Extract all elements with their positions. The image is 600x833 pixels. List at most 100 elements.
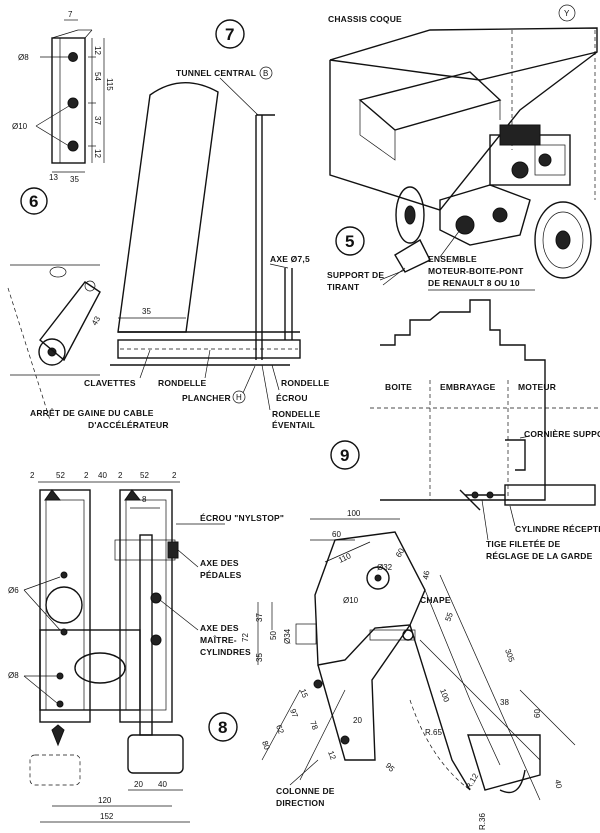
fig8-top-dim: 2 [172,471,177,480]
col-d60b: 60 [394,546,407,559]
support-de-tirant-l2: TIRANT [327,282,360,292]
col-d15: 15 [298,688,310,700]
column-bracket [314,531,426,666]
col-d80: 80 [260,740,272,752]
col-d60c: 60 [533,709,542,718]
pedal-pad [127,734,184,774]
rondelle-eventail-l2: ÉVENTAIL [272,420,315,430]
tige-filetee-l1: TIGE FILETÉE DE [486,539,560,549]
support-de-tirant-l1: SUPPORT DE [327,270,384,280]
fig8-number: 8 [218,718,227,737]
col-r12: R.12 [464,771,481,791]
boite-label: BOITE [385,382,412,392]
hole-phi8 [68,52,78,62]
fig8-dim-120: 120 [98,796,112,805]
rondelle-label: RONDELLE [158,378,206,388]
fig8-top-dim: 40 [98,471,107,480]
figure-8-pedal-brackets: 2 52 2 40 2 52 2 8 [8,471,284,823]
col-d12: 12 [326,750,338,762]
hole-phi10-upper [67,97,79,109]
figure-5-chassis: Y CHASSIS COQUE 5 SUPPORT DE TIRANT ENSE… [327,4,598,292]
pedal-arm [117,82,219,333]
ensemble-l3: DE RENAULT 8 OU 10 [428,278,520,288]
figure-steering-column: 100 60 110 Ø32 60 46 Ø10 CHAPE 55 72 37 … [241,509,576,830]
colonne-label-l2: DIRECTION [276,798,325,808]
rear-wheel-right [534,201,592,279]
corniere-support-label: CORNIÈRE SUPPORT [524,429,600,439]
tige-filetee-l2: RÉGLAGE DE LA GARDE [486,551,593,561]
body-tub [358,71,502,131]
fig8-top-dims: 2 52 2 40 2 52 2 [30,471,177,480]
col-r65: R.65 [425,728,442,737]
rondelle-eventail-l1: RONDELLE [272,409,320,419]
col-phi10: Ø10 [343,596,359,605]
axe-des-pedales-l1: AXE DES [200,558,239,568]
cylindre-recepteur-label: CYLINDRE RÉCEPTEUR [515,524,600,534]
fig5-number-circle [335,226,365,256]
right-bracket-plate [119,489,173,723]
fig8-top-dim: 2 [30,471,35,480]
cylindre-recepteur [504,484,596,506]
col-d305: 305 [503,648,516,664]
hole-phi32 [366,566,390,590]
fig6-d12b: 12 [93,149,102,158]
fig7-number-circle [215,19,245,49]
fig5-number: 5 [345,232,354,251]
col-d50: 50 [269,631,278,640]
chassis-coque-label: CHASSIS COQUE [328,14,402,24]
figure-6-bracket: Ø8 Ø10 12 54 115 37 12 13 35 7 6 [12,10,114,215]
col-d97: 97 [288,708,300,720]
fig6-number-circle [20,187,48,215]
lower-bracket [467,734,541,791]
fig6-phi8: Ø8 [18,53,29,62]
col-d46: 46 [421,569,432,580]
axe-des-maitre-l1: AXE DES [200,623,239,633]
ecrou-nylstop-label: ÉCROU "NYLSTOP" [200,513,284,523]
left-bracket-plate [39,489,91,723]
fig8-number-circle [208,712,238,742]
ecrou-label: ÉCROU [276,393,308,403]
fig8-dim-8: 8 [142,495,147,504]
fig7-number: 7 [225,25,234,44]
col-d35: 35 [255,653,264,662]
axe-des-pedales-l2: PÉDALES [200,570,242,580]
y-marker-circle [558,4,576,22]
pedal-shaft [139,534,153,736]
col-d95: 95 [384,761,397,774]
engine-assembly [439,124,571,246]
axe-des-maitre-l3: CYLINDRES [200,647,251,657]
corniere [505,439,526,471]
fig8-dim-40: 40 [158,780,167,789]
pivot-boss [38,338,66,366]
col-d38: 38 [500,698,509,707]
col-d100b: 100 [438,688,451,704]
axe-label: AXE Ø7,5 [270,254,310,264]
ensemble-l2: MOTEUR-BOITE-PONT [428,266,524,276]
chape-label: CHAPE [420,595,451,605]
col-phi32: Ø32 [377,563,393,572]
col-d62: 62 [274,724,286,736]
col-d110: 110 [337,551,353,565]
col-phi34: Ø34 [283,628,292,644]
fig8-dim-20: 20 [134,780,143,789]
hole-phi10-lower [67,140,79,152]
fig8-top-dim: 52 [140,471,149,480]
col-d72: 72 [241,633,250,642]
col-d40: 40 [553,779,564,790]
tunnel-marker: B [263,69,268,78]
col-d55: 55 [443,611,455,623]
fig7-dim-43: 43 [90,314,103,327]
fig8-top-dim: 2 [118,471,123,480]
fig9-number: 9 [340,446,349,465]
fig8-dim-152: 152 [100,812,114,821]
moteur-label: MOTEUR [518,382,556,392]
rondelle-right-label: RONDELLE [281,378,329,388]
col-r36: R.36 [478,813,487,830]
figure-9-clutch: BOITE EMBRAYAGE MOTEUR 9 CORNIÈRE SUPPOR… [330,299,600,561]
y-marker: Y [564,9,570,18]
fig6-number: 6 [29,192,38,211]
fig6-d12a: 12 [93,46,102,55]
clavettes-label: CLAVETTES [84,378,136,388]
fig8-top-dim: 52 [56,471,65,480]
